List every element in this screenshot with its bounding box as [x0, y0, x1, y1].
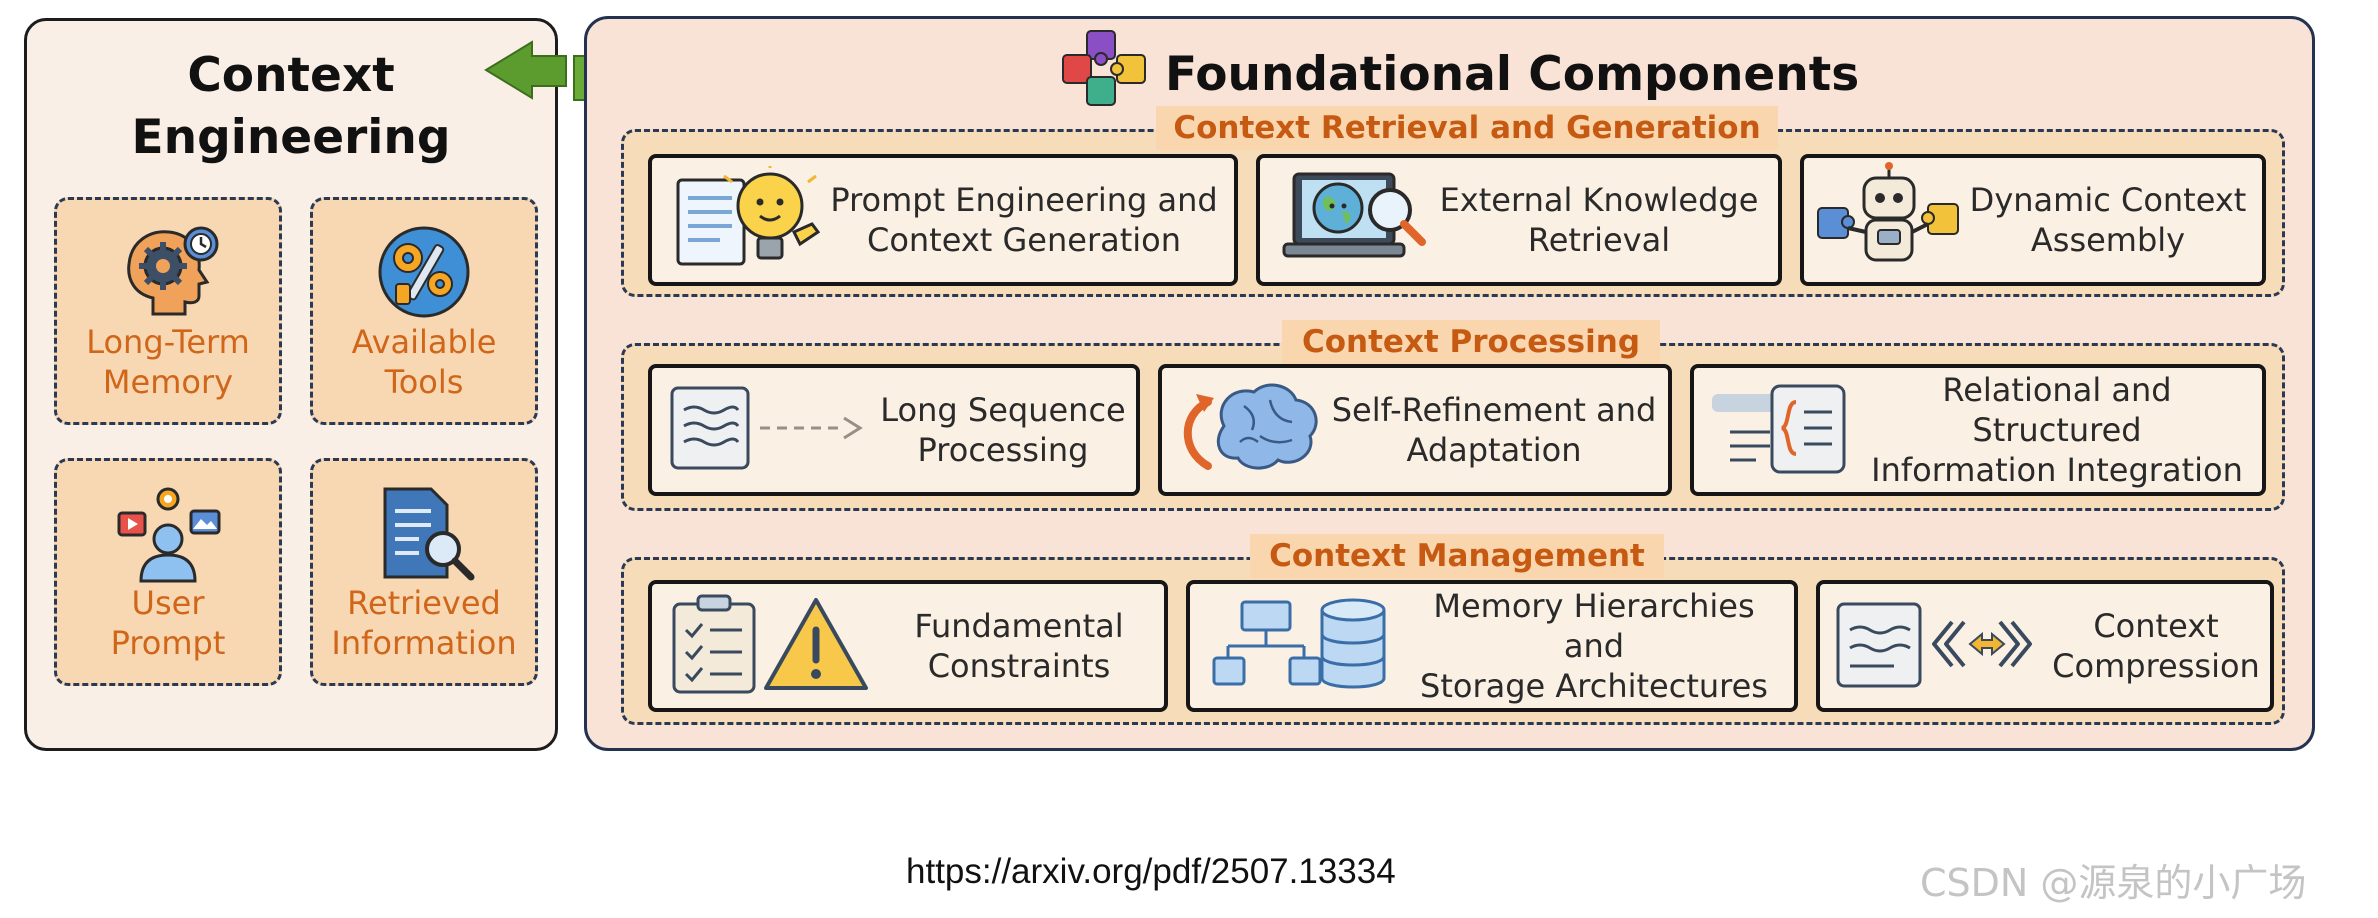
section-context-management: Context Management Fundamental Constrain — [621, 534, 2285, 725]
card-prompt-engineering: Prompt Engineering and Context Generatio… — [648, 154, 1238, 286]
card-label: Long-Term Memory — [86, 323, 250, 401]
card-long-sequence-processing: Long Sequence Processing — [648, 364, 1140, 496]
card-label: Available Tools — [351, 323, 497, 401]
structured-braces-icon — [1708, 380, 1848, 480]
card-external-knowledge-retrieval: External Knowledge Retrieval — [1256, 154, 1782, 286]
card-label: Fundamental Constraints — [914, 607, 1124, 685]
card-fundamental-constraints: Fundamental Constraints — [648, 580, 1168, 712]
card-user-prompt: User Prompt — [54, 458, 282, 686]
source-url: https://arxiv.org/pdf/2507.13334 — [906, 852, 1396, 891]
panel-title: Foundational Components — [1165, 47, 1860, 102]
section-label: Context Processing — [1282, 320, 1660, 364]
tools-gears-icon — [374, 222, 474, 326]
card-long-term-memory: Long-Term Memory — [54, 197, 282, 425]
card-label: Long Sequence Processing — [880, 391, 1126, 469]
card-context-compression: Context Compression — [1816, 580, 2274, 712]
robot-puzzle-icon — [1814, 162, 1964, 278]
laptop-globe-search-icon — [1280, 166, 1430, 274]
brain-cycle-icon — [1174, 376, 1324, 484]
checklist-warning-icon — [670, 594, 870, 698]
lightbulb-document-icon — [674, 160, 824, 274]
card-retrieved-information: Retrieved Information — [310, 458, 538, 686]
head-gear-clock-icon — [113, 222, 223, 326]
card-label: Dynamic Context Assembly — [1969, 181, 2247, 259]
card-label: Context Compression — [2052, 607, 2260, 685]
section-label: Context Management — [1250, 534, 1664, 578]
document-arrow-icon — [668, 380, 868, 480]
panel-title: Context Engineering — [131, 48, 451, 165]
user-media-icon — [113, 483, 223, 587]
card-label: External Knowledge Retrieval — [1439, 181, 1759, 259]
puzzle-pieces-icon — [1057, 25, 1157, 117]
section-context-retrieval-and-generation: Context Retrieval and Generation Prompt … — [621, 106, 2285, 297]
card-label: User Prompt — [110, 584, 226, 662]
card-label: Retrieved Information — [331, 584, 517, 662]
card-relational-structured: Relational and Structured Information In… — [1690, 364, 2266, 496]
card-memory-hierarchies: Memory Hierarchies and Storage Architect… — [1186, 580, 1798, 712]
hierarchy-database-icon — [1210, 596, 1390, 696]
foundational-components-panel: Foundational Components Context Retrieva… — [584, 16, 2315, 751]
section-label: Context Retrieval and Generation — [1156, 106, 1778, 150]
card-label: Self-Refinement and Adaptation — [1331, 391, 1657, 469]
card-dynamic-context-assembly: Dynamic Context Assembly — [1800, 154, 2266, 286]
card-label: Relational and Structured Information In… — [1871, 371, 2243, 489]
watermark: CSDN @源泉的小广场 — [1920, 861, 2307, 905]
card-label: Memory Hierarchies and Storage Architect… — [1420, 587, 1768, 705]
document-search-icon — [369, 483, 479, 587]
document-compress-icon — [1834, 596, 2044, 696]
card-available-tools: Available Tools — [310, 197, 538, 425]
card-self-refinement: Self-Refinement and Adaptation — [1158, 364, 1672, 496]
section-context-processing: Context Processing Long Sequence Process… — [621, 320, 2285, 511]
context-engineering-panel: Context Engineering Long-Term Memory — [24, 18, 558, 751]
card-label: Prompt Engineering and Context Generatio… — [830, 181, 1218, 259]
